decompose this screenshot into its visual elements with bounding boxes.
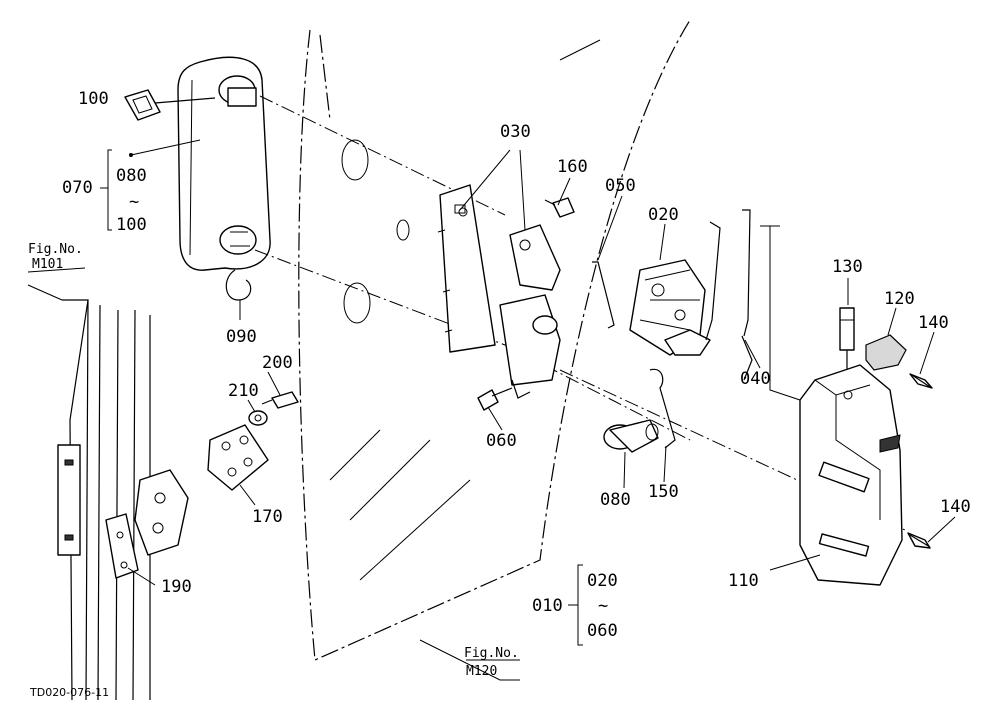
part-130-screw — [839, 307, 855, 370]
callout-140-top: 140 — [918, 313, 949, 333]
door-glass-panel — [298, 19, 691, 661]
callout-140-bottom: 140 — [940, 497, 971, 517]
callout-020-range-start: 020 — [587, 571, 618, 591]
part-160-bolt — [544, 197, 575, 218]
fig-ref-m120-label: Fig.No. — [464, 646, 519, 661]
part-030-lever — [499, 224, 561, 399]
callout-210: 210 — [228, 381, 259, 401]
callout-040: 040 — [740, 369, 771, 389]
callout-labels: 100 070 080 ~ 100 090 030 160 050 020 13… — [62, 89, 971, 641]
part-150-rod — [649, 368, 676, 449]
handle-lower-boss — [219, 225, 257, 255]
part-140-bottom-screw — [907, 532, 931, 549]
callout-range-tilde-left: ~ — [129, 192, 139, 212]
callout-190: 190 — [161, 577, 192, 597]
callout-060: 060 — [486, 431, 517, 451]
part-120-cap — [865, 334, 907, 371]
part-100-pad — [124, 89, 216, 121]
fig-ref-m101-number: M101 — [32, 257, 63, 272]
callout-range-tilde-right: ~ — [598, 596, 608, 616]
callout-170: 170 — [252, 507, 283, 527]
callout-020-top: 020 — [648, 205, 679, 225]
callout-060-range-end: 060 — [587, 621, 618, 641]
figure-references: Fig.No. M101 Fig.No. M120 — [28, 242, 519, 679]
part-090-clip — [225, 269, 252, 301]
part-110-cover — [799, 364, 903, 586]
callout-080-lock: 080 — [600, 490, 631, 510]
callout-120: 120 — [884, 289, 915, 309]
callout-080-range-start: 080 — [116, 166, 147, 186]
part-080-key-cylinder — [603, 419, 659, 453]
callout-050: 050 — [605, 176, 636, 196]
part-040-rods — [705, 209, 801, 401]
part-060-screw — [477, 387, 513, 411]
frame-plate-left — [57, 444, 81, 556]
callout-200: 200 — [262, 353, 293, 373]
part-170-plate — [207, 424, 269, 491]
fig-ref-m120-number: M120 — [466, 664, 497, 679]
callout-100-range-end: 100 — [116, 215, 147, 235]
part-050-rod — [592, 261, 615, 329]
part-030-plate — [437, 184, 496, 353]
callout-130: 130 — [832, 257, 863, 277]
callout-100-top: 100 — [78, 89, 109, 109]
callout-090: 090 — [226, 327, 257, 347]
callout-110: 110 — [728, 571, 759, 591]
callout-070: 070 — [62, 178, 93, 198]
callout-leaders — [27, 139, 956, 681]
outside-door-handle — [177, 56, 271, 271]
part-140-top-screw — [909, 373, 933, 389]
striker-bracket — [134, 469, 189, 556]
fig-ref-m101-label: Fig.No. — [28, 242, 83, 257]
drawing-code: TD020-076-11 — [29, 686, 109, 699]
part-210-washer — [248, 410, 268, 426]
callout-160: 160 — [557, 157, 588, 177]
door-frame — [57, 299, 151, 701]
part-190-plate — [105, 513, 139, 579]
callout-030: 030 — [500, 122, 531, 142]
callout-010: 010 — [532, 596, 563, 616]
part-200-bolt — [261, 391, 299, 409]
part-020-latch — [629, 259, 711, 356]
callout-150: 150 — [648, 482, 679, 502]
